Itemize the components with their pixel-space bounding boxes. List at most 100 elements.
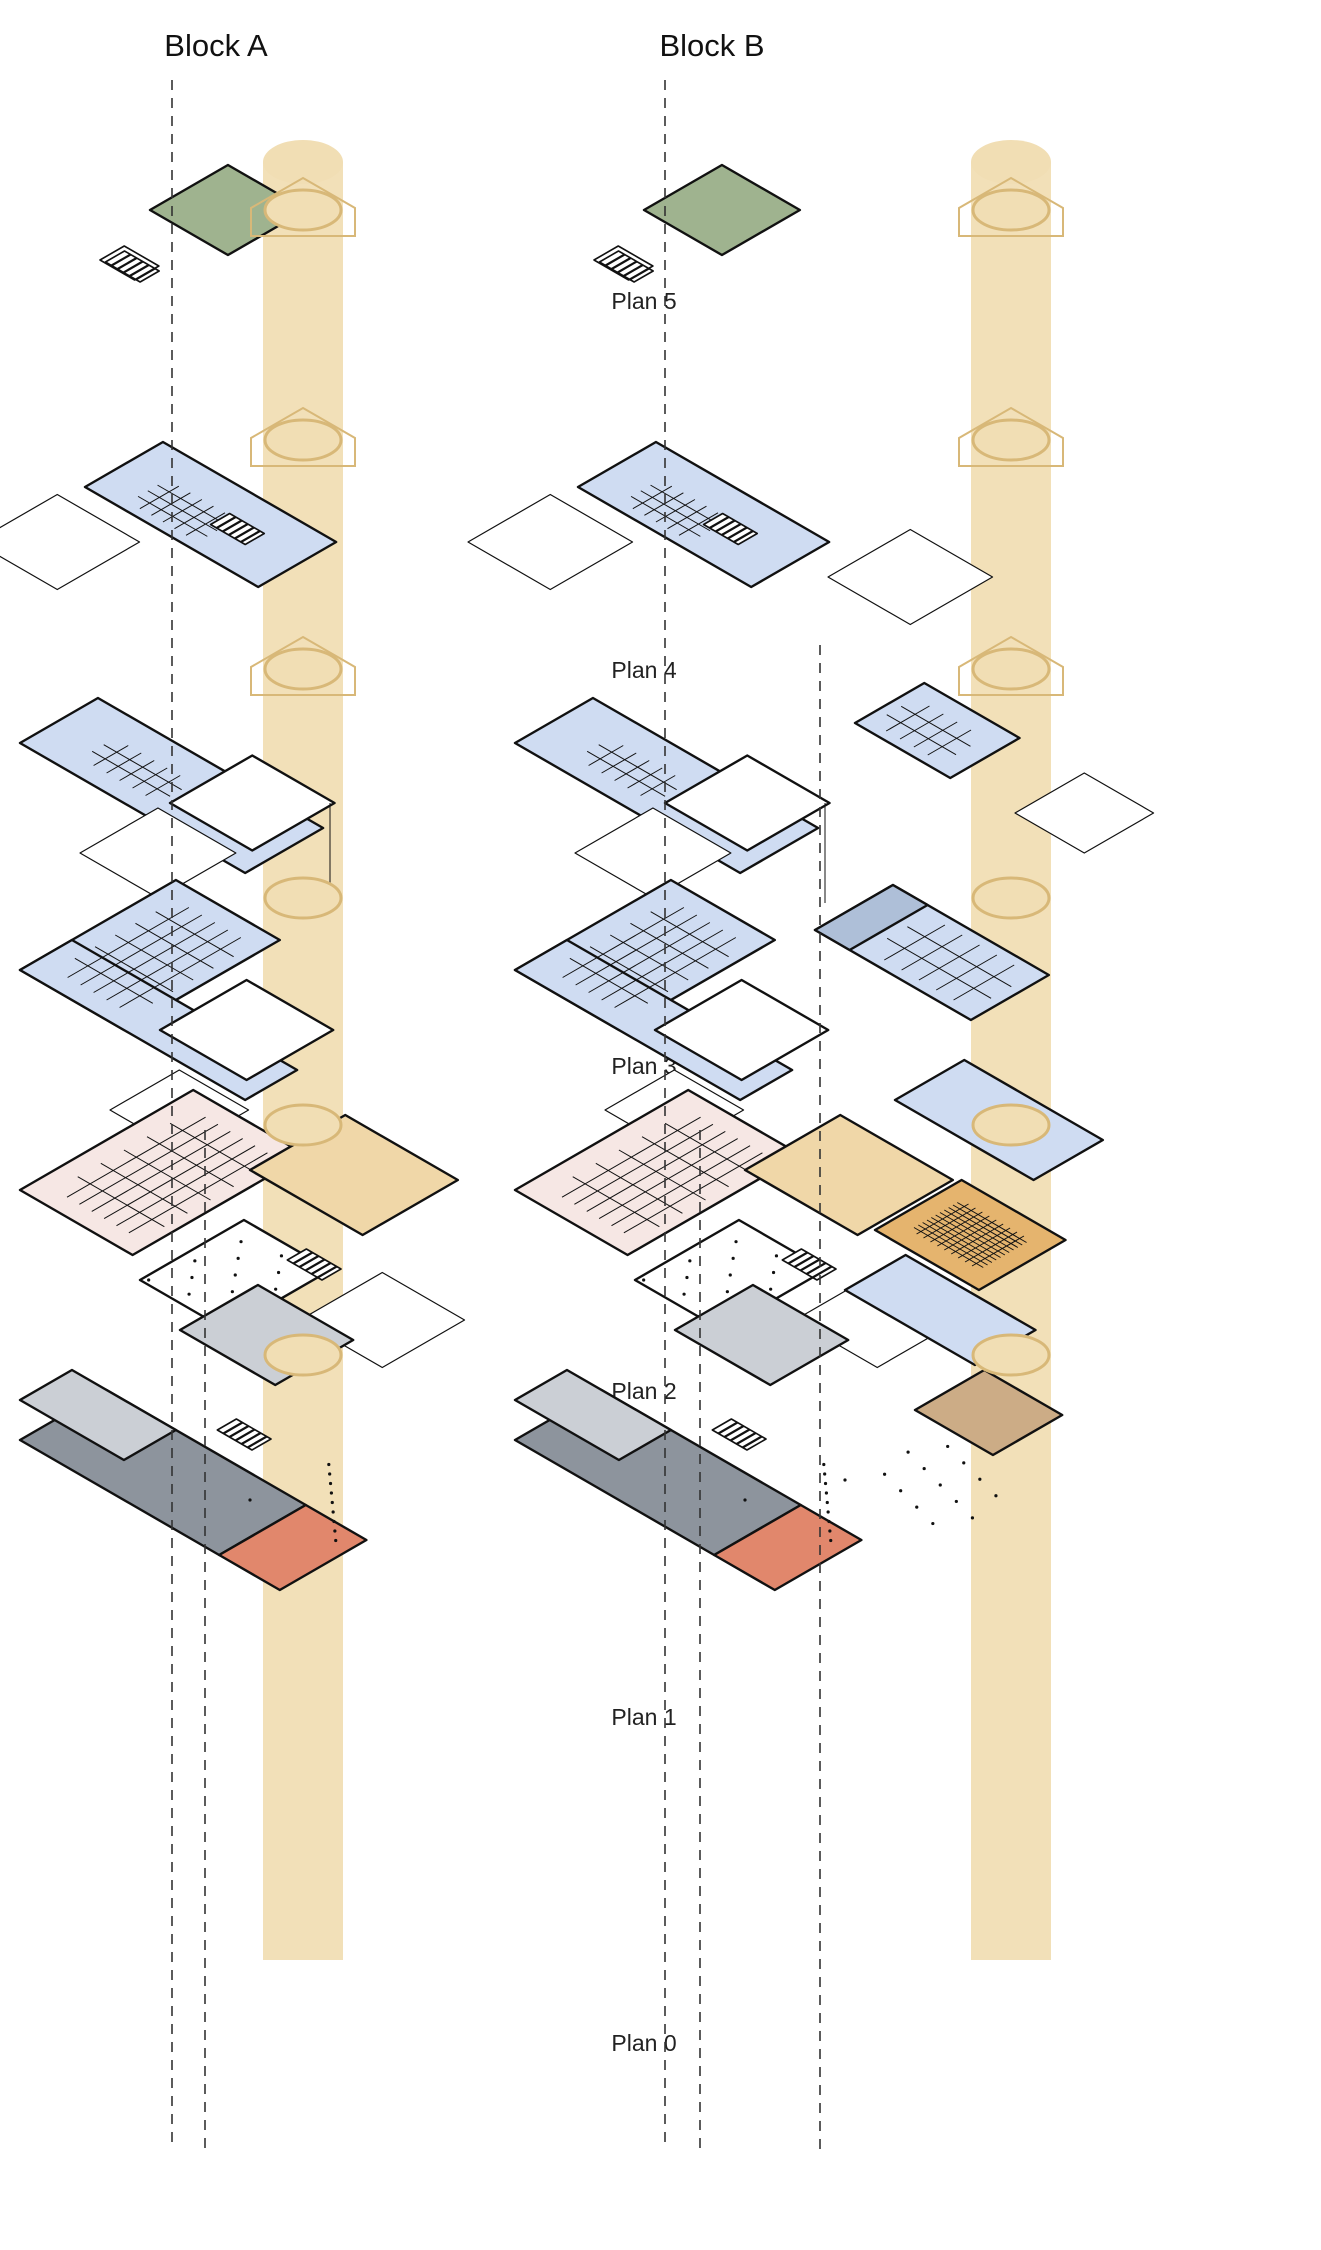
atrium-void <box>663 754 831 852</box>
column-dot <box>236 1256 240 1260</box>
grid-line <box>586 750 666 797</box>
roof-stair <box>104 250 160 283</box>
column-dot <box>771 1270 776 1275</box>
column-dot <box>774 1254 779 1258</box>
column-dot <box>328 1472 332 1476</box>
core-ring-a-1 <box>263 418 343 462</box>
grid-line <box>650 911 729 958</box>
stair-tread <box>787 1251 808 1265</box>
stair-tread <box>727 526 748 540</box>
office-partitions-east <box>884 924 1015 1001</box>
stair-tread <box>317 1265 338 1279</box>
grid-line <box>907 926 1012 988</box>
column-dot <box>332 1519 336 1524</box>
stair-core <box>216 1418 272 1451</box>
roof-plate <box>642 163 802 257</box>
stair-tread <box>733 530 754 543</box>
roof-marker-b-5 <box>958 176 1064 237</box>
grid-line <box>157 484 228 526</box>
grid-line <box>135 922 214 969</box>
grid-line <box>948 1207 1019 1248</box>
lower-terrace <box>79 807 237 899</box>
stair-tread <box>228 523 249 536</box>
stair-tread <box>604 253 626 267</box>
stair-tread <box>240 530 261 543</box>
core-ring-a-3 <box>263 876 343 920</box>
column-dot <box>824 1491 829 1495</box>
grid-line <box>119 760 155 781</box>
block-a-title: Block A <box>164 28 268 63</box>
service-room <box>217 1503 368 1592</box>
column-dot <box>731 1256 735 1260</box>
open-terrace-east <box>1014 772 1155 854</box>
grid-line <box>640 490 711 532</box>
stair-tread <box>793 1255 815 1268</box>
grid-line <box>944 1209 1014 1251</box>
office-partitions <box>91 744 182 797</box>
stair-tread <box>298 1255 320 1268</box>
technical-wing <box>673 1283 850 1387</box>
core-ring <box>263 876 343 920</box>
grid-line <box>953 964 1015 1001</box>
stair-tread <box>709 516 730 529</box>
stair-tread <box>806 1262 827 1275</box>
office-wing <box>576 440 831 589</box>
grid-line <box>901 934 963 971</box>
block-b-title: Block B <box>659 28 765 63</box>
grid-line <box>147 490 218 532</box>
office-partitions <box>630 484 721 537</box>
stair-core <box>781 1248 837 1281</box>
grid-line <box>918 1224 988 1266</box>
yard-columns <box>843 1444 998 1526</box>
core-ring-a-4 <box>263 1103 343 1147</box>
atrium-void <box>653 978 830 1082</box>
roof-marker-a-4 <box>250 406 356 467</box>
column-dot <box>190 1275 194 1280</box>
core-ring-b-3 <box>971 876 1051 920</box>
grid-line <box>155 911 234 958</box>
stair-tread <box>234 1428 256 1442</box>
grid-line <box>918 944 980 981</box>
roof-marker-a-5 <box>250 176 356 237</box>
stair-tread <box>311 1262 332 1275</box>
column-dot <box>946 1444 950 1449</box>
office-wing <box>83 440 338 589</box>
grid-line <box>957 1202 1027 1243</box>
column-dot <box>843 1478 847 1482</box>
stair-tread <box>812 1265 833 1279</box>
open-terrace <box>0 493 141 591</box>
grid-line <box>900 705 971 747</box>
column-dot <box>728 1273 732 1277</box>
stair-tread <box>717 1421 738 1435</box>
stair-tread <box>228 1425 250 1438</box>
grid-line <box>640 775 676 796</box>
stair-tread <box>729 1428 751 1442</box>
core-ring-b-5 <box>971 1333 1051 1377</box>
grid-line <box>913 721 958 748</box>
stair-core <box>702 512 759 546</box>
office-partitions <box>586 744 677 797</box>
grid-line <box>123 1149 211 1201</box>
column-dot <box>769 1287 773 1291</box>
roof-stair <box>598 250 654 283</box>
stair-tread <box>222 1421 243 1435</box>
column-dot <box>688 1259 692 1263</box>
core-ring-a-5 <box>263 1333 343 1377</box>
level-plan-5-a <box>99 163 308 283</box>
office-partitions <box>137 484 228 537</box>
roof-marker-b-4 <box>958 406 1064 467</box>
column-dot <box>682 1292 686 1296</box>
column-dot <box>193 1259 197 1263</box>
grid-line <box>115 934 194 981</box>
core-ring <box>971 1333 1051 1377</box>
grid-line <box>601 752 637 774</box>
stair-tread <box>715 519 736 533</box>
column-dot <box>276 1270 281 1275</box>
column-dot <box>829 1538 833 1543</box>
column-dot <box>725 1290 729 1294</box>
grid-line <box>91 750 171 797</box>
core-ring <box>263 647 343 691</box>
column-dot <box>994 1494 998 1498</box>
grid-line <box>569 957 649 1004</box>
